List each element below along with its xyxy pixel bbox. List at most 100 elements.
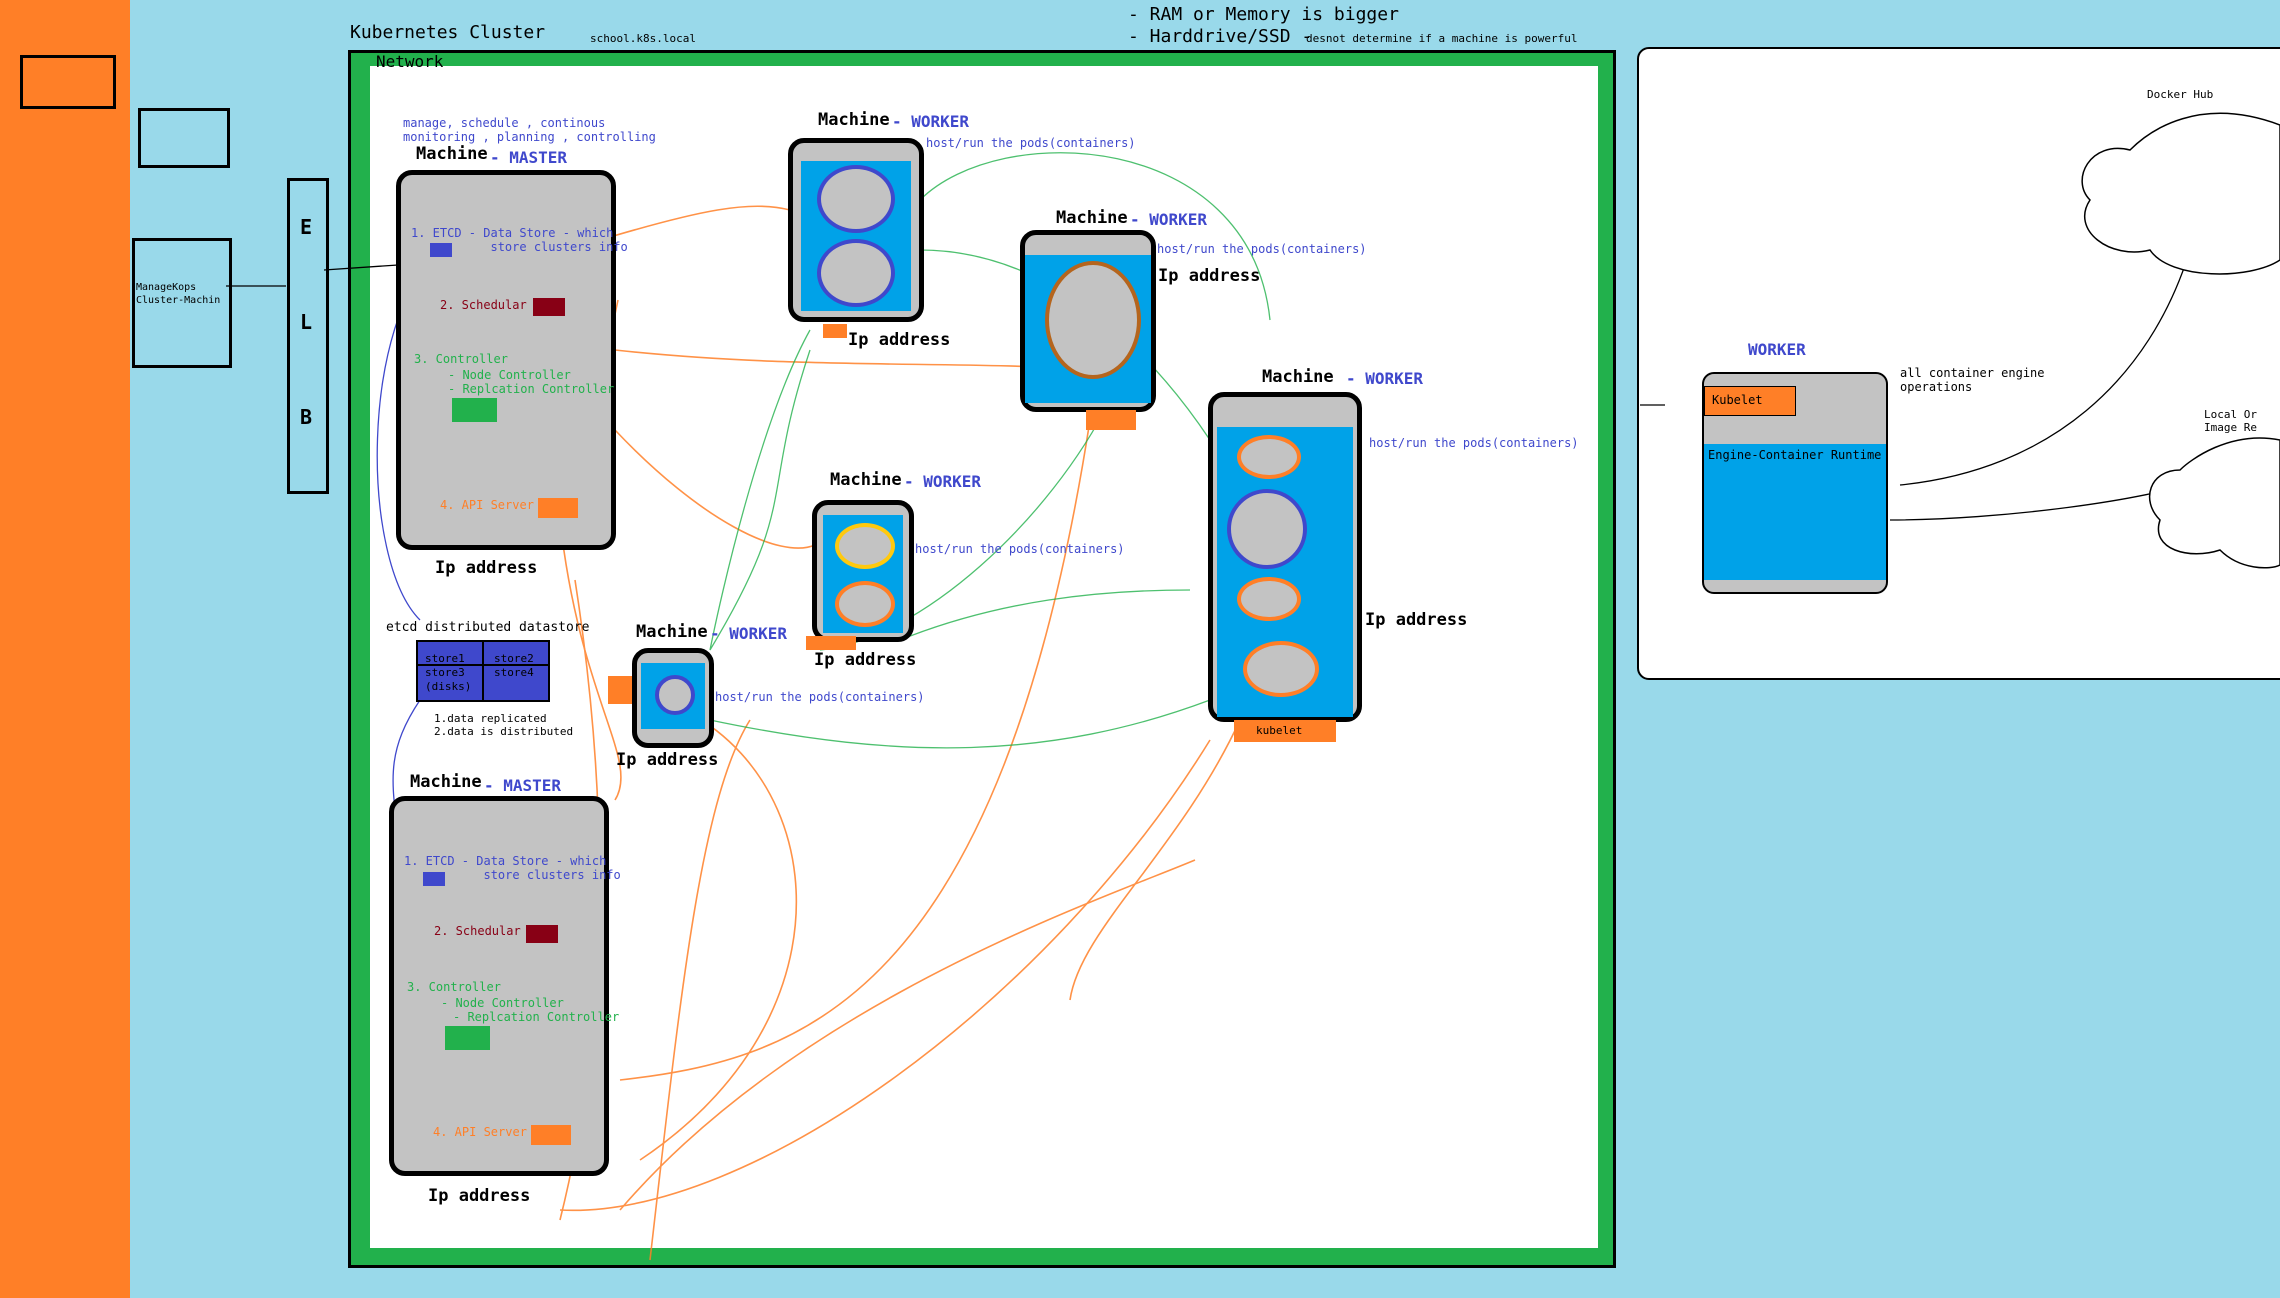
elb-letter-b: B xyxy=(300,405,313,429)
elb-letter-l: L xyxy=(300,310,313,334)
worker4-role-label: - WORKER xyxy=(710,624,788,643)
worker5-pods-label: host/run the pods(containers) xyxy=(1369,436,1579,450)
master2-api: 4. API Server xyxy=(433,1125,527,1139)
master2-machine-label: Machine xyxy=(410,772,482,792)
elb-letter-e: E xyxy=(300,215,313,239)
master2-role-label: - MASTER xyxy=(484,776,562,795)
worker2-role-label: - WORKER xyxy=(1130,210,1208,229)
worker5-pod-crossed xyxy=(1243,641,1319,697)
worker5-kubelet-label: kubelet xyxy=(1256,724,1303,737)
cluster-domain: school.k8s.local xyxy=(590,32,696,45)
master1-machine xyxy=(396,170,616,550)
master2-ip: Ip address xyxy=(428,1186,531,1206)
master-note: manage, schedule , continous monitoring … xyxy=(403,116,656,144)
master1-replication-controller: - Replcation Controller xyxy=(448,382,615,396)
master2-node-controller: - Node Controller xyxy=(441,996,564,1010)
worker2-pods-label: host/run the pods(containers) xyxy=(1157,242,1367,256)
worker4-port xyxy=(608,676,632,704)
worker2-pod xyxy=(1045,261,1141,379)
right-runtime-label: Engine-Container Runtime xyxy=(1708,448,1882,462)
elb-box xyxy=(287,178,329,494)
worker3-pods-label: host/run the pods(containers) xyxy=(915,542,1125,556)
master1-schedular: 2. Schedular xyxy=(440,298,527,312)
worker3-port xyxy=(806,636,856,650)
master1-role-label: - MASTER xyxy=(490,148,568,167)
right-ops-label: all container engine operations xyxy=(1900,366,2045,394)
worker4-machine xyxy=(632,648,714,748)
note-disk: - Harddrive/SSD - xyxy=(1128,26,1313,47)
master1-etcd-block xyxy=(430,243,452,257)
etcd-store-title: etcd distributed datastore xyxy=(386,620,590,635)
etcd-store-table xyxy=(416,640,550,702)
etcd-store4: store4 xyxy=(494,666,534,679)
worker5-pod xyxy=(1227,489,1307,569)
empty-box-orange xyxy=(20,55,116,109)
cluster-title: Kubernetes Cluster xyxy=(350,22,546,43)
note-ram: - RAM or Memory is bigger xyxy=(1128,4,1399,25)
master2-machine xyxy=(389,796,609,1176)
master1-schedular-block xyxy=(533,298,565,316)
etcd-store-note: 1.data replicated 2.data is distributed xyxy=(434,712,574,738)
worker5-pod xyxy=(1237,435,1301,479)
left-sidebar-strip xyxy=(0,0,130,1298)
empty-box-blue xyxy=(138,108,230,168)
master1-api-block xyxy=(538,498,578,518)
worker1-pods-label: host/run the pods(containers) xyxy=(926,136,1136,150)
worker1-role-label: - WORKER xyxy=(892,112,970,131)
worker5-ip: Ip address xyxy=(1365,610,1468,630)
master2-schedular-block xyxy=(526,925,558,943)
worker5-role-label: - WORKER xyxy=(1346,369,1424,388)
master2-api-block xyxy=(531,1125,571,1145)
master2-controller-block xyxy=(445,1026,490,1050)
worker5-machine xyxy=(1208,392,1362,722)
worker5-pod xyxy=(1237,577,1301,621)
master1-ip: Ip address xyxy=(435,558,538,578)
right-kubelet-block xyxy=(1704,386,1796,416)
master2-etcd-block xyxy=(423,872,445,886)
master2-controller: 3. Controller xyxy=(407,980,501,994)
worker3-machine xyxy=(812,500,914,642)
right-local-label: Local Or Image Re xyxy=(2204,408,2257,434)
worker1-machine xyxy=(788,138,924,322)
master1-controller-block xyxy=(452,398,497,422)
worker1-port xyxy=(823,324,847,338)
worker1-pod xyxy=(817,165,895,233)
worker4-pod xyxy=(655,675,695,715)
master1-controller: 3. Controller xyxy=(414,352,508,366)
worker3-machine-label: Machine xyxy=(830,470,902,490)
worker2-port xyxy=(1086,410,1136,430)
worker5-machine-label: Machine xyxy=(1262,367,1334,387)
master2-replication-controller: - Replcation Controller xyxy=(453,1010,620,1024)
master2-schedular: 2. Schedular xyxy=(434,924,521,938)
worker1-pod xyxy=(817,239,895,307)
master1-machine-label: Machine xyxy=(416,144,488,164)
master2-etcd: 1. ETCD - Data Store - which store clust… xyxy=(404,854,621,882)
worker4-pods-label: host/run the pods(containers) xyxy=(715,690,925,704)
worker5-kubelet-block xyxy=(1234,720,1336,742)
worker1-ip: Ip address xyxy=(848,330,951,350)
master1-etcd: 1. ETCD - Data Store - which store clust… xyxy=(411,226,628,254)
network-label: Network xyxy=(376,52,444,71)
worker1-machine-label: Machine xyxy=(818,110,890,130)
etcd-store3: store3 (disks) xyxy=(425,666,472,693)
worker2-machine xyxy=(1020,230,1156,412)
right-worker-label: WORKER xyxy=(1748,340,1806,359)
worker3-ip: Ip address xyxy=(814,650,917,670)
worker3-role-label: - WORKER xyxy=(904,472,982,491)
worker3-pod xyxy=(835,581,895,627)
right-kubelet-label: Kubelet xyxy=(1712,393,1763,407)
managekops-box xyxy=(132,238,232,368)
worker4-machine-label: Machine xyxy=(636,622,708,642)
master1-node-controller: - Node Controller xyxy=(448,368,571,382)
worker2-machine-label: Machine xyxy=(1056,208,1128,228)
master1-api: 4. API Server xyxy=(440,498,534,512)
worker4-ip: Ip address xyxy=(616,750,719,770)
etcd-store2: store2 xyxy=(494,652,534,665)
docker-hub-label: Docker Hub xyxy=(2147,88,2214,101)
worker3-pod xyxy=(835,523,895,569)
etcd-store1: store1 xyxy=(425,652,465,665)
managekops-label: ManageKops Cluster-Machin xyxy=(136,282,221,306)
worker2-ip: Ip address xyxy=(1158,266,1261,286)
note-disk-detail: desnot determine if a machine is powerfu… xyxy=(1306,32,1578,45)
